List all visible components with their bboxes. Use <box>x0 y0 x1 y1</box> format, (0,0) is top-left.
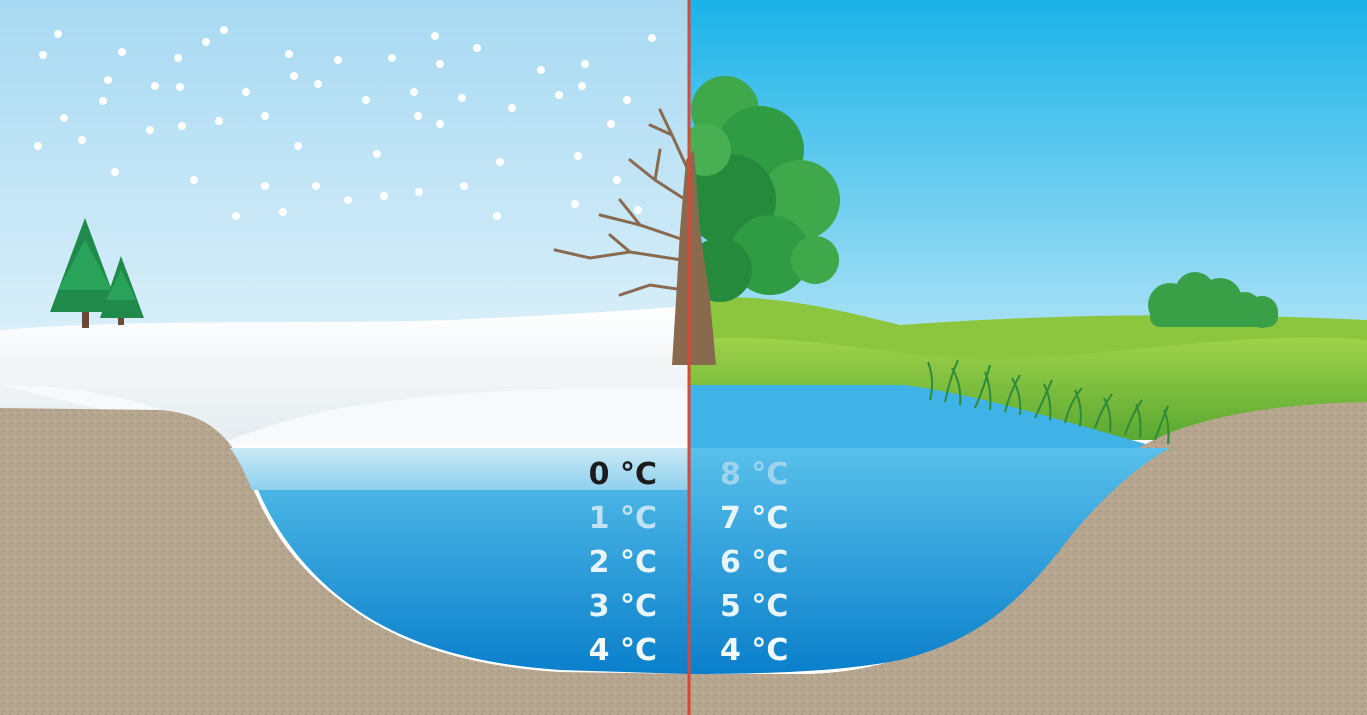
snow-bank <box>0 385 689 445</box>
reeds <box>927 359 1170 445</box>
bushes <box>1148 272 1278 328</box>
winter-temp-4: 4 °C <box>589 633 657 668</box>
summer-temp-0: 8 °C <box>720 457 788 492</box>
winter-temp-1: 1 °C <box>589 501 657 536</box>
winter-temp-3: 3 °C <box>589 589 657 624</box>
lake-water <box>230 448 1170 674</box>
snowflakes <box>34 26 656 220</box>
fir-trees <box>50 218 144 328</box>
summer-shallow-water <box>689 385 1160 448</box>
winter-temp-2: 2 °C <box>589 545 657 580</box>
tree-trunk <box>672 150 716 365</box>
bare-branches <box>553 108 689 297</box>
tree-foliage <box>689 76 840 302</box>
summer-temp-3: 5 °C <box>720 589 788 624</box>
summer-temperatures: 8 °C 7 °C 6 °C 5 °C 4 °C <box>720 457 788 668</box>
soil <box>0 402 1367 715</box>
summer-temp-1: 7 °C <box>720 501 788 536</box>
ice-layer <box>230 448 689 490</box>
winter-temperatures: 0 °C 1 °C 2 °C 3 °C 4 °C <box>589 457 657 668</box>
winter-temp-0: 0 °C <box>589 457 657 492</box>
summer-temp-2: 6 °C <box>720 545 788 580</box>
summer-temp-4: 4 °C <box>720 633 788 668</box>
